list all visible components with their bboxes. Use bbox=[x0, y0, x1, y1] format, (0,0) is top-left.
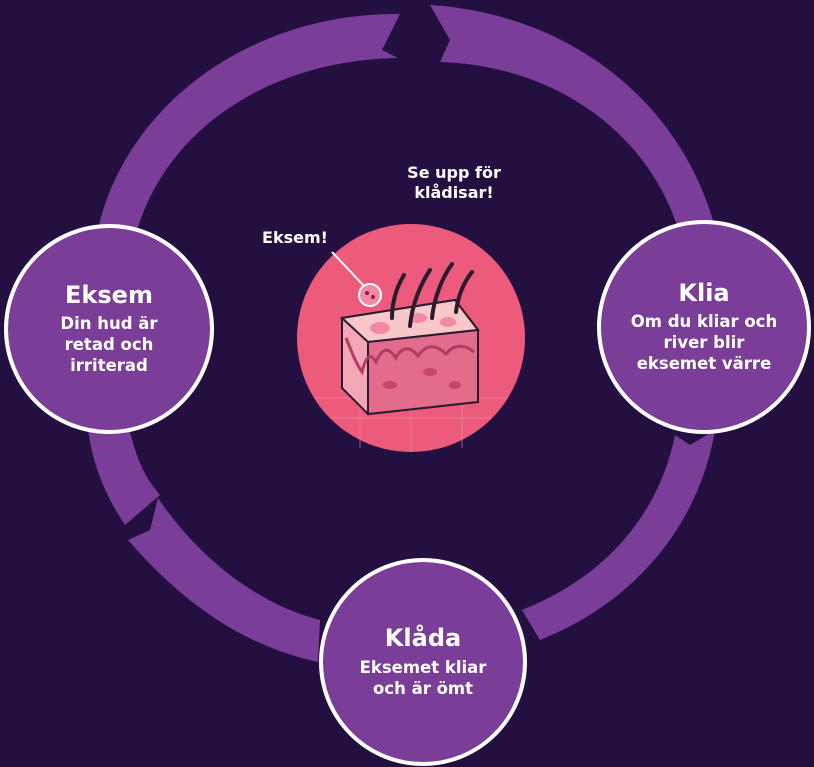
hair-icons bbox=[390, 262, 474, 328]
eczema-spot-icon bbox=[358, 283, 382, 307]
warning-label: Se upp för klådisar! bbox=[407, 163, 501, 202]
cycle-arrow-left-lower bbox=[88, 430, 160, 525]
node-title: Klåda bbox=[384, 624, 462, 653]
node-description: Eksemet kliar och är ömt bbox=[359, 657, 487, 698]
cycle-arrow-bottom-left bbox=[128, 498, 320, 662]
eksem-callout-label: Eksem! bbox=[262, 228, 328, 247]
callout-line bbox=[331, 251, 365, 287]
cycle-arrow-top-left bbox=[93, 13, 400, 262]
node-description: Om du kliar och river blir eksemet värre bbox=[630, 312, 778, 374]
cycle-arrow-top-right bbox=[430, 5, 722, 262]
cycle-arrow-right-lower bbox=[522, 430, 715, 640]
node-title: Eksem bbox=[65, 280, 153, 309]
node-description: Din hud är retad och irriterad bbox=[60, 314, 158, 376]
cycle-node-eksem: Eksem Din hud är retad och irriterad bbox=[4, 224, 214, 434]
cycle-node-klada: Klåda Eksemet kliar och är ömt bbox=[319, 558, 527, 766]
cycle-node-klia: Klia Om du kliar och river blir eksemet … bbox=[597, 220, 811, 434]
node-title: Klia bbox=[678, 278, 730, 307]
skin-illustration bbox=[297, 224, 525, 452]
